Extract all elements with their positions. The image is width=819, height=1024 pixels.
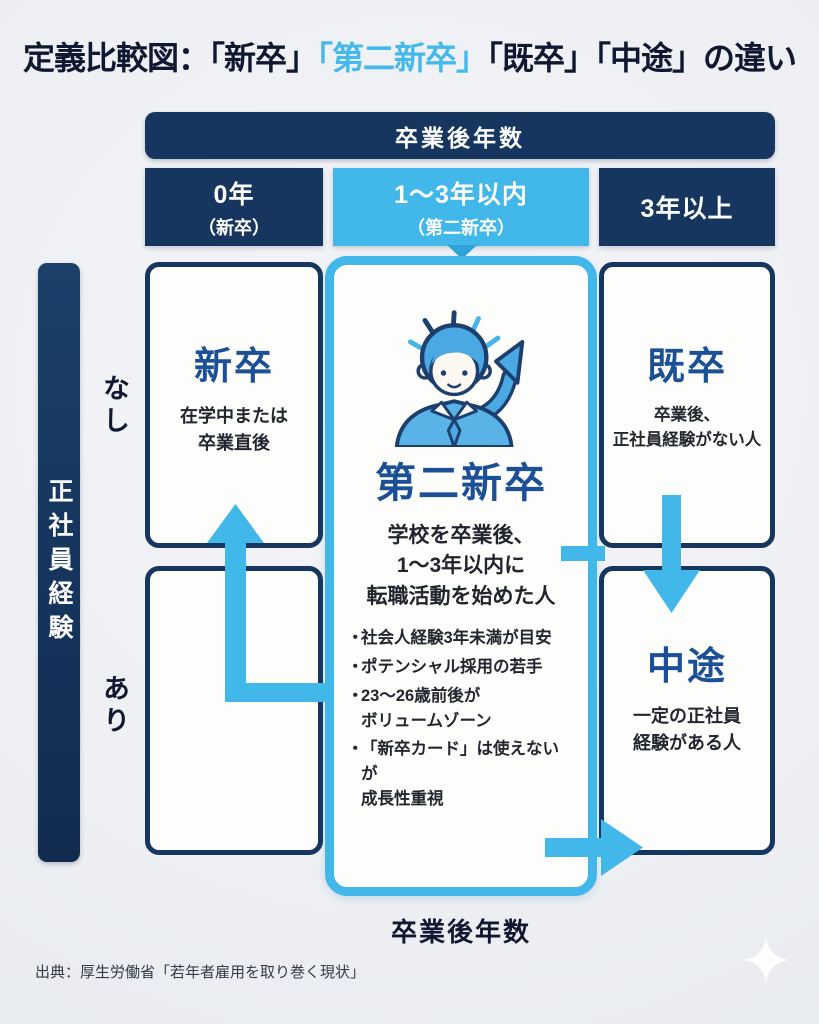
title-prefix: 定義比較図：「新卒」 xyxy=(22,40,318,76)
card-empty xyxy=(145,566,323,855)
bullet-marker: ・ xyxy=(347,658,364,677)
bullet-list: ・ 社会人経験3年未満が目安 ・ ポテンシャル採用の若手 ・ 23〜26歳前後が… xyxy=(347,626,575,815)
row-label-none: なし xyxy=(99,374,129,438)
list-item: ・ ポテンシャル採用の若手 xyxy=(347,655,575,680)
column-sublabel: （新卒） xyxy=(198,217,270,238)
title-suffix: 「既卒」「中途」の違い xyxy=(487,40,797,76)
bullet-text: 社会人経験3年未満が目安 xyxy=(361,629,552,648)
column-label: 1〜3年以内 xyxy=(394,180,528,209)
page-title: 定義比較図：「新卒」「第二新卒」「既卒」「中途」の違い xyxy=(0,33,819,79)
card-title: 新卒 xyxy=(193,346,274,388)
bullet-text: 「新卒カード」は使えないが 成長性重視 xyxy=(361,740,559,808)
card-chuto: 中途 一定の正社員 経験がある人 xyxy=(599,566,775,855)
column-header-1to3years: 1〜3年以内 （第二新卒） xyxy=(333,168,589,246)
left-axis-bar: 正社員経験 xyxy=(38,263,80,862)
card-desc: 在学中または 卒業直後 xyxy=(180,406,288,453)
bullet-marker: ・ xyxy=(347,686,364,705)
column-label: 3年以上 xyxy=(640,195,734,223)
column-sublabel: （第二新卒） xyxy=(407,217,515,238)
bullet-text: 23〜26歳前後が ボリュームゾーン xyxy=(361,686,492,730)
source-citation: 出典：厚生労働省「若年者雇用を取り巻く現状」 xyxy=(35,964,366,981)
bullet-marker: ・ xyxy=(347,629,364,648)
card-title: 中途 xyxy=(646,646,727,688)
card-title: 第二新卒 xyxy=(375,460,547,506)
top-axis-label: 卒業後年数 xyxy=(395,124,525,151)
ray-icon xyxy=(481,335,501,351)
card-desc: 学校を卒業後、 1〜3年以内に 転職活動を始めた人 xyxy=(366,524,556,608)
card-kisotsu: 既卒 卒業後、 正社員経験がない人 xyxy=(599,262,775,548)
column-header-3plus-years: 3年以上 xyxy=(599,168,775,246)
list-item: ・ 23〜26歳前後が ボリュームゾーン xyxy=(347,684,575,734)
card-title: 既卒 xyxy=(646,346,727,388)
column-header-0years: 0年 （新卒） xyxy=(145,168,323,246)
title-highlight: 「第二新卒」 xyxy=(316,40,488,76)
row-label-has: あり xyxy=(99,674,129,738)
left-axis-label: 正社員経験 xyxy=(45,477,73,648)
sparkle-icon xyxy=(743,937,789,983)
person-growth-illustration xyxy=(394,310,525,447)
bottom-axis-label: 卒業後年数 xyxy=(390,917,531,947)
card-desc: 卒業後、 正社員経験がない人 xyxy=(612,406,762,449)
column-label: 0年 xyxy=(213,180,255,209)
card-shinsotsu: 新卒 在学中または 卒業直後 xyxy=(145,262,323,548)
bullet-text: ポテンシャル採用の若手 xyxy=(361,658,543,677)
card-desc: 一定の正社員 経験がある人 xyxy=(633,706,741,753)
top-axis-header: 卒業後年数 xyxy=(145,112,775,159)
bullet-marker: ・ xyxy=(347,740,364,759)
list-item: ・ 「新卒カード」は使えないが 成長性重視 xyxy=(347,737,575,811)
card-dainishinsotsu: 第二新卒 学校を卒業後、 1〜3年以内に 転職活動を始めた人 ・ 社会人経験3年… xyxy=(325,256,597,896)
highlight-pointer-triangle xyxy=(447,245,477,259)
list-item: ・ 社会人経験3年未満が目安 xyxy=(347,626,575,651)
